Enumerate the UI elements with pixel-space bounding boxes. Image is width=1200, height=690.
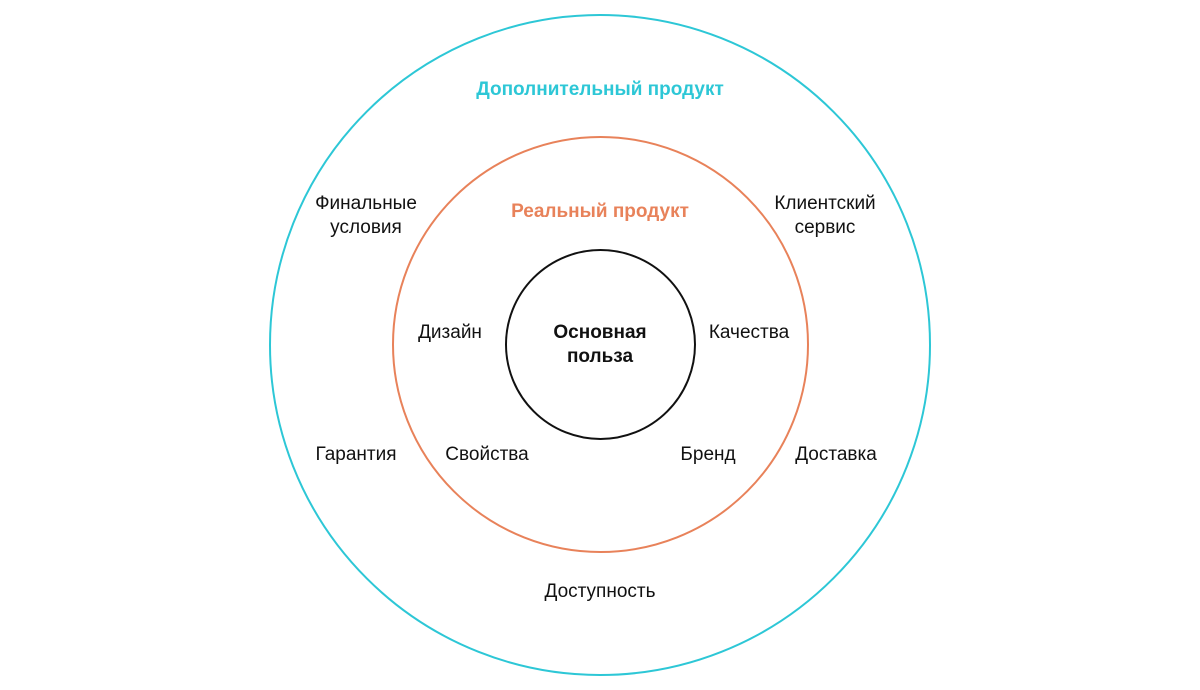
augmented-product-title: Дополнительный продукт <box>476 79 724 100</box>
outer-item-final-terms: Финальные условия <box>315 193 417 238</box>
outer-item-warranty: Гарантия <box>315 444 397 465</box>
middle-item-brand: Бренд <box>680 444 736 465</box>
middle-item-properties: Свойства <box>445 444 529 465</box>
core-benefit-title: Основная польза <box>553 322 647 367</box>
middle-item-qualities: Качества <box>708 322 790 343</box>
augmented-product-ring <box>269 14 931 676</box>
outer-item-client-service: Клиентский сервис <box>774 193 876 238</box>
actual-product-ring <box>392 136 809 553</box>
middle-item-design: Дизайн <box>418 322 482 343</box>
outer-item-availability: Доступность <box>544 581 656 602</box>
outer-item-delivery: Доставка <box>795 444 877 465</box>
actual-product-title: Реальный продукт <box>511 201 689 222</box>
core-benefit-ring <box>505 249 696 440</box>
